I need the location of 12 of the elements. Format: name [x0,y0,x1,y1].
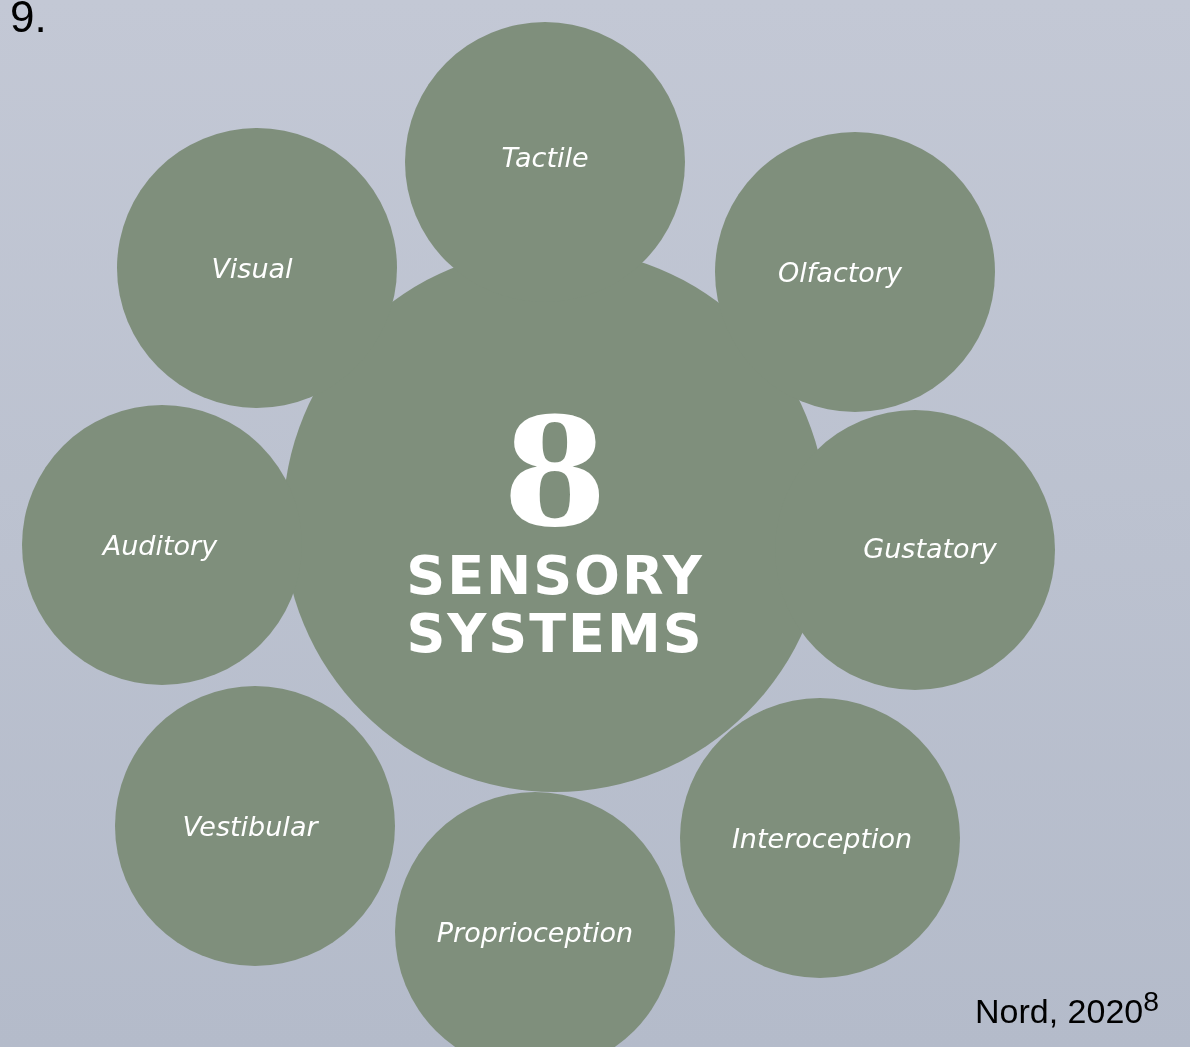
sense-label: Proprioception [436,916,634,948]
sense-label: Tactile [501,141,589,173]
center-title: SENSORY SYSTEMS [405,547,705,663]
citation: Nord, 2020$^{8}$ [975,985,1159,1032]
figure-number: 9. [10,0,47,42]
sense-label: Olfactory [778,256,902,288]
sense-label: Vestibular [182,810,318,842]
big-number: 8 [502,397,608,547]
sense-label: Gustatory [863,532,997,564]
sense-label: Interoception [731,822,913,854]
sense-label: Auditory [102,529,218,561]
sense-label: Visual [211,252,293,284]
